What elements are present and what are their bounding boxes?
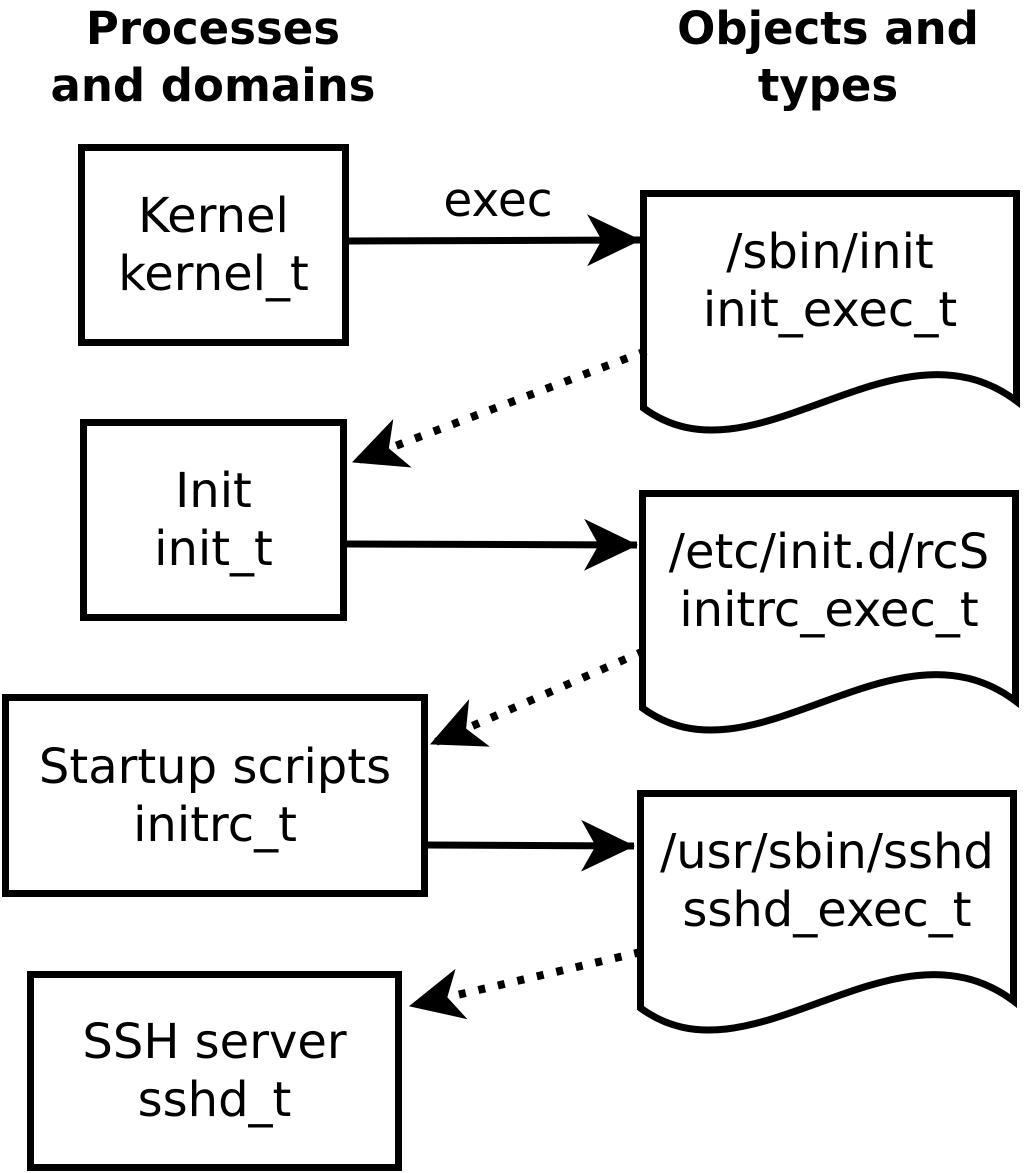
header-left-line1: Processes bbox=[85, 2, 341, 55]
header-left-line2: and domains bbox=[50, 59, 376, 112]
solid-arrow-kernel-to-sbin-init bbox=[348, 214, 642, 267]
process-type-label: init_t bbox=[154, 521, 273, 577]
solid-arrow-initrc-to-sshd bbox=[427, 819, 636, 872]
process-box-kernel: Kernel kernel_t bbox=[78, 144, 349, 346]
header-right-line2: types bbox=[757, 59, 899, 112]
process-name: SSH server bbox=[82, 1014, 347, 1070]
process-box-ssh-server: SSH server sshd_t bbox=[27, 971, 402, 1171]
dotted-arrow-sbin-init-to-init bbox=[351, 347, 648, 468]
process-type-label: sshd_t bbox=[137, 1072, 292, 1128]
process-type-label: kernel_t bbox=[118, 246, 309, 302]
process-box-init: Init init_t bbox=[80, 419, 347, 621]
process-name: Kernel bbox=[138, 188, 289, 244]
header-right-line1: Objects and bbox=[677, 2, 979, 55]
document-shape-etc-initd-rcs bbox=[639, 490, 1019, 734]
solid-arrow-init-to-rcs bbox=[346, 518, 639, 571]
column-header-objects: Objects and types bbox=[630, 0, 1024, 114]
process-type-label: initrc_t bbox=[133, 796, 297, 853]
dotted-arrow-rcs-to-initrc bbox=[429, 647, 646, 748]
column-header-processes: Processes and domains bbox=[15, 0, 411, 114]
edge-label-exec: exec bbox=[443, 173, 553, 228]
dotted-arrow-sshd-exec-to-sshd bbox=[408, 948, 642, 1020]
process-name: Startup scripts bbox=[38, 738, 392, 795]
process-box-startup-scripts: Startup scripts initrc_t bbox=[2, 694, 428, 897]
document-shape-sbin-init bbox=[640, 190, 1020, 434]
document-shape-usr-sbin-sshd bbox=[637, 790, 1017, 1034]
process-name: Init bbox=[175, 463, 252, 519]
